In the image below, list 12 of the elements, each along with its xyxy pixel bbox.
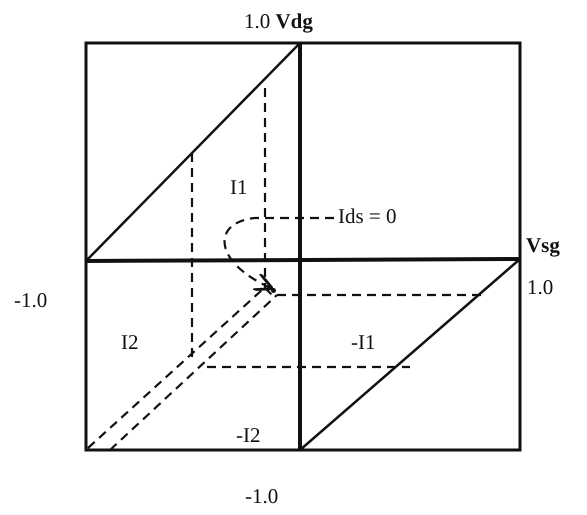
region-label: -I2 (236, 423, 260, 447)
junction-point (270, 288, 276, 292)
callout-text: Ids = 0 (338, 204, 397, 228)
leader-line (224, 216, 334, 290)
axis-label: Vsg (526, 233, 560, 257)
axis-label: 1.0 Vdg (244, 9, 313, 33)
tick-label: -1.0 (14, 288, 48, 312)
tick-label: -1.0 (245, 484, 278, 508)
region-label: I1 (230, 175, 248, 199)
region-label: -I1 (351, 330, 376, 354)
tick-label: 1.0 (527, 275, 554, 299)
region-label: I2 (121, 330, 138, 354)
